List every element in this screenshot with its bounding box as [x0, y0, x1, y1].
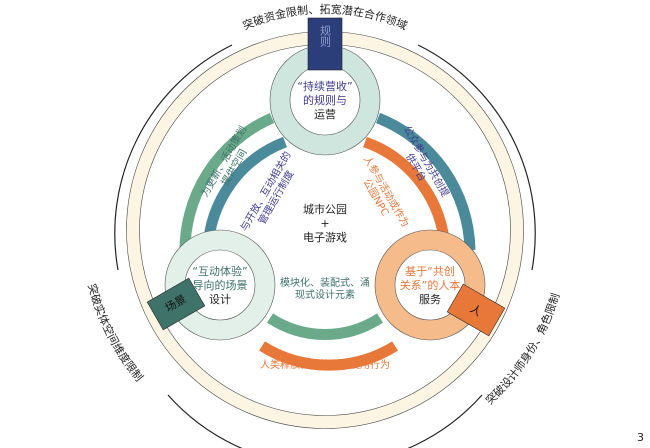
node-people-line1: 基于“共创 [405, 265, 455, 278]
ribbon-bottom-lower [259, 341, 398, 371]
node-scene-line2: 导向的场景 [193, 278, 248, 292]
tag-people: 人 [446, 283, 506, 337]
connector-arcs [179, 112, 476, 371]
center-line2: + [320, 217, 329, 230]
node-rules-line3: 运营 [314, 107, 336, 121]
node-scene-line1: “互动体验” [192, 264, 247, 278]
node-rules-line1: “持续营收” [297, 79, 352, 93]
arc-label-bottom-lower: 人类释放自然的场景使用行为 [260, 360, 390, 371]
arc-label-bottom-upper: 模块化、装配式、涌现式设计元素 [280, 278, 370, 301]
node-people-line3: 服务 [419, 293, 441, 306]
svg-text:突破实体空间维度限制: 突破实体空间维度限制 [85, 282, 145, 384]
node-people-line2: 关系”的人本 [400, 278, 461, 292]
center-line1: 城市公园 [303, 202, 347, 216]
outer-label-left: 突破实体空间维度限制 [85, 282, 145, 384]
page-number: 3 [637, 431, 644, 444]
node-rules-line2: 的规则与 [303, 93, 347, 107]
tag-scene: 场景 [146, 277, 206, 331]
center-line3: 电子游戏 [303, 231, 347, 244]
ribbon-bottom-upper [266, 313, 384, 340]
node-rules-shape [269, 44, 381, 156]
node-scene-line3: 设计 [209, 293, 231, 306]
tag-rules-label: 规则 [319, 24, 332, 48]
ribbon-left-outer [179, 112, 275, 256]
tag-rules [307, 17, 343, 71]
ribbon-right-outer [375, 112, 476, 251]
outer-boundary [114, 44, 536, 448]
